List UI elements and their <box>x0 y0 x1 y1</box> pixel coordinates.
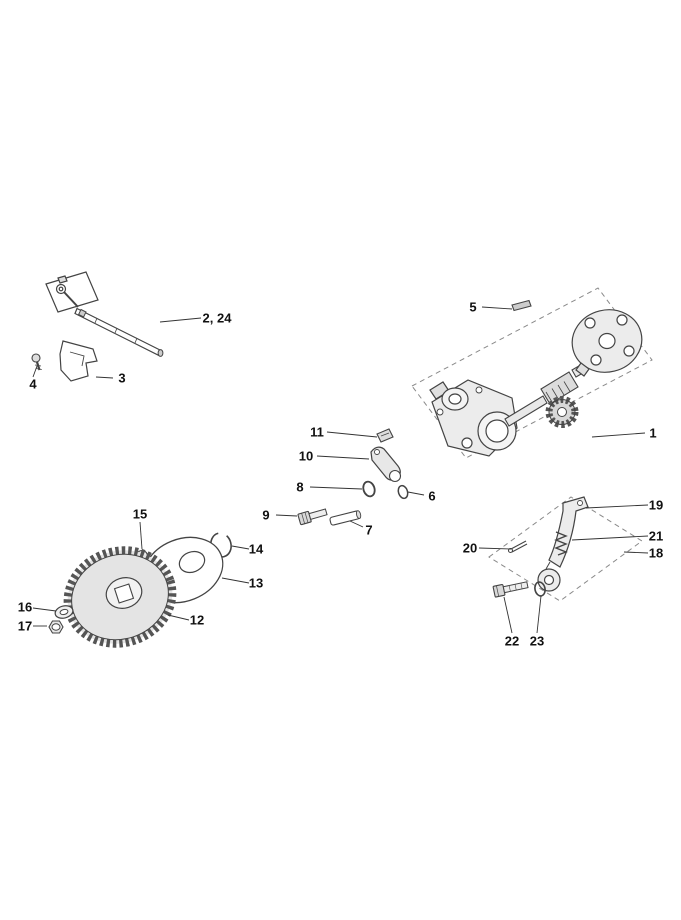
part-1-cover-plate <box>571 309 643 377</box>
part-1-pump-body <box>429 379 518 457</box>
leader-15 <box>139 521 143 550</box>
part-11-clip <box>376 428 394 443</box>
callout-labels: 2, 24 3 4 5 1 11 10 8 6 9 7 15 14 13 12 … <box>18 300 663 649</box>
part-21-spring <box>554 531 568 556</box>
leader-21 <box>571 535 649 541</box>
callout-14: 14 <box>249 542 264 557</box>
leader-1 <box>591 432 646 438</box>
leader-12 <box>167 614 190 621</box>
leader-lines <box>32 306 649 634</box>
part-20-cotter-pin <box>507 540 528 554</box>
assembly-outline-crank <box>488 496 643 602</box>
leader-10 <box>316 455 370 460</box>
part-19-crank-lever <box>537 496 589 592</box>
leader-23 <box>536 595 542 634</box>
callout-2-24: 2, 24 <box>203 311 233 326</box>
leader-22 <box>503 596 513 634</box>
part-8-o-ring <box>362 480 376 498</box>
part-2-24-rod-and-lever <box>45 271 164 357</box>
leader-5 <box>481 306 513 310</box>
leader-11 <box>326 431 378 438</box>
callout-16: 16 <box>18 600 32 615</box>
leader-7 <box>349 520 364 528</box>
callout-20: 20 <box>463 541 477 556</box>
leader-16 <box>32 607 57 612</box>
callout-8: 8 <box>296 480 303 495</box>
leader-3 <box>95 376 114 379</box>
part-6-o-ring <box>397 484 409 500</box>
part-10-lever <box>370 446 402 483</box>
leader-18 <box>623 551 649 554</box>
callout-12: 12 <box>190 613 204 628</box>
part-9-bolt <box>297 508 328 526</box>
callout-1: 1 <box>649 426 656 441</box>
part-17-nut <box>48 620 64 634</box>
part-22-bolt <box>492 581 529 598</box>
leader-13 <box>221 577 250 584</box>
leader-14 <box>231 545 250 550</box>
part-7-pin <box>329 510 362 526</box>
part-23-washer <box>534 581 546 597</box>
callout-5: 5 <box>469 300 476 315</box>
callout-4: 4 <box>29 377 37 392</box>
callout-7: 7 <box>365 523 372 538</box>
callout-10: 10 <box>299 449 313 464</box>
leader-4 <box>32 365 38 378</box>
leader-8 <box>309 486 363 490</box>
leader-6 <box>407 491 425 496</box>
leader-20 <box>478 547 512 550</box>
leader-19 <box>585 504 649 509</box>
part-5-pin <box>511 299 532 312</box>
callout-19: 19 <box>649 498 663 513</box>
callout-18: 18 <box>649 546 663 561</box>
callout-11: 11 <box>310 425 324 440</box>
callout-23: 23 <box>530 634 544 649</box>
leader-9 <box>275 514 298 517</box>
callout-21: 21 <box>649 529 663 544</box>
callout-6: 6 <box>428 489 435 504</box>
callout-9: 9 <box>262 508 269 523</box>
leader-2-24 <box>159 317 202 323</box>
callout-3: 3 <box>118 371 125 386</box>
part-4-screw <box>31 353 42 371</box>
callout-17: 17 <box>18 619 32 634</box>
callout-15: 15 <box>133 507 147 522</box>
part-16-washer <box>54 605 74 619</box>
part-3-bracket <box>59 340 98 382</box>
callout-22: 22 <box>505 634 519 649</box>
part-1-pinion-gear <box>545 396 579 428</box>
callout-13: 13 <box>249 576 263 591</box>
